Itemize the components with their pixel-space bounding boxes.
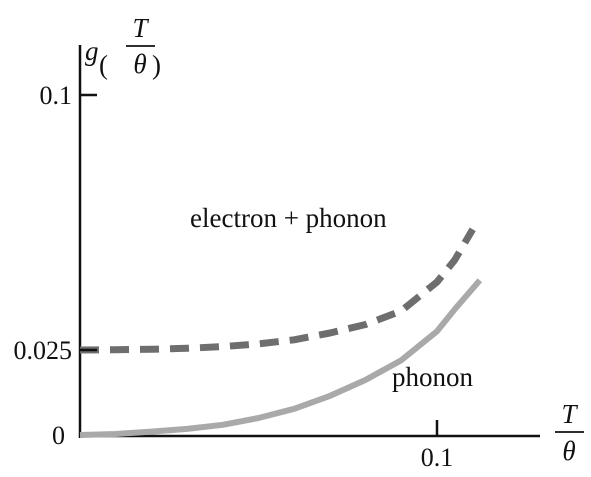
series-label: phonon xyxy=(392,362,474,392)
y-axis-title: g ( T θ ) xyxy=(85,13,161,80)
y-tick-label: 0.1 xyxy=(40,81,73,110)
x-tick-label: 0.1 xyxy=(421,443,454,472)
x-title-numerator: T xyxy=(561,399,578,429)
y-title-denominator: θ xyxy=(133,49,146,79)
y-tick-label: 0 xyxy=(52,421,65,450)
y-title-right-paren: ) xyxy=(152,50,161,80)
electron-phonon-series-line xyxy=(79,227,476,354)
x-title-denominator: θ xyxy=(562,436,575,466)
x-axis-title: T θ xyxy=(555,399,584,466)
series-labels: electron + phonon phonon xyxy=(190,203,474,392)
y-tick-label: 0.025 xyxy=(14,336,73,365)
series-label: electron + phonon xyxy=(190,203,387,233)
phonon-series-line xyxy=(79,278,483,438)
y-title-numerator: T xyxy=(132,13,149,43)
y-title-left-paren: ( xyxy=(99,50,108,80)
y-axis-function: g xyxy=(85,36,99,66)
ticks-layer: 0 0.025 0.1 0.1 xyxy=(14,81,454,472)
series-layer xyxy=(79,227,483,438)
